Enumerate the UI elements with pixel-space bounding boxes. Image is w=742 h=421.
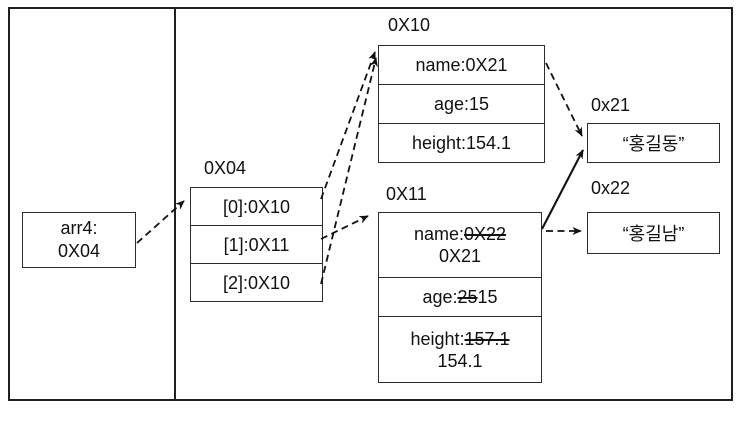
height-new-value: 154.1 bbox=[437, 350, 483, 371]
string22-box: “홍길남” bbox=[587, 212, 720, 254]
string22-address-label: 0x22 bbox=[591, 178, 631, 198]
array-address-label: 0X04 bbox=[204, 158, 247, 178]
arr4-address: 0X04 bbox=[57, 241, 101, 261]
string21-value: “홍길동” bbox=[622, 134, 685, 154]
array-cell-2: [2]:0X10 bbox=[191, 263, 322, 301]
struct10-field-age: age:15 bbox=[379, 84, 544, 123]
name-prefix: name: bbox=[413, 224, 464, 244]
array-box: [0]:0X10 [1]:0X11 [2]:0X10 bbox=[190, 187, 323, 302]
age-prefix: age: bbox=[422, 287, 458, 307]
arr4-name: arr4: bbox=[60, 218, 98, 238]
height-old-value: 157.1 bbox=[464, 328, 510, 349]
string21-box: “홍길동” bbox=[587, 123, 720, 163]
struct11-address-label: 0X11 bbox=[386, 184, 427, 204]
struct10-field-height: height:154.1 bbox=[379, 123, 544, 162]
outer-frame bbox=[8, 7, 733, 401]
array-cell-0: [0]:0X10 bbox=[222, 196, 291, 217]
struct10-box: name:0X21 age:15 height:154.1 bbox=[378, 45, 545, 163]
height-prefix: height: bbox=[410, 328, 465, 349]
struct10-address-label: 0X10 bbox=[388, 15, 431, 35]
struct10-field-name: name:0X21 bbox=[415, 55, 508, 75]
panel-divider bbox=[174, 7, 176, 401]
arr4-variable-box: arr4: 0X04 bbox=[22, 212, 136, 268]
name-new-value: 0X21 bbox=[438, 246, 482, 266]
string21-address-label: 0x21 bbox=[591, 95, 631, 115]
name-old-value: 0X22 bbox=[463, 224, 507, 244]
array-cell-1: [1]:0X11 bbox=[191, 225, 322, 263]
struct11-field-name: name:0X22 0X21 bbox=[379, 213, 541, 277]
age-new-value: 15 bbox=[477, 287, 498, 307]
string22-value: “홍길남” bbox=[622, 224, 685, 244]
age-old-value: 25 bbox=[457, 287, 478, 307]
struct11-field-height: height:157.1 154.1 bbox=[379, 316, 541, 382]
